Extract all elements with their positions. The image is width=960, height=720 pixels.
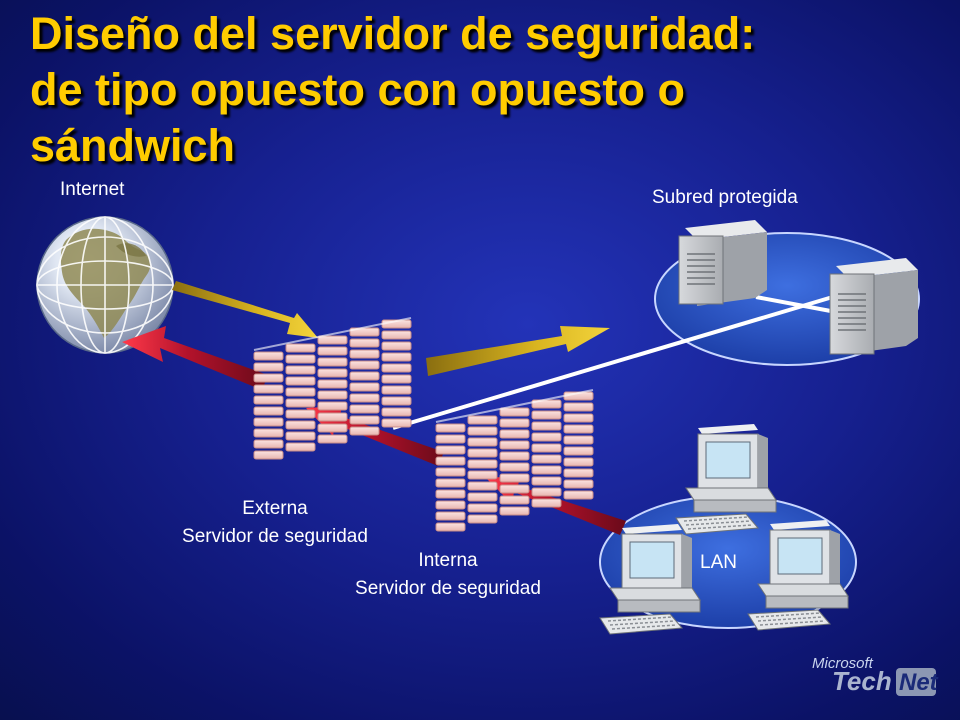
workstation-icon [747, 520, 849, 631]
lan-label: LAN [700, 552, 737, 573]
external-firewall-label: Externa Servidor de seguridad [160, 497, 390, 549]
inbound-arrow-internet [172, 281, 318, 338]
workstation-icon [675, 424, 777, 535]
external-label-line1: Externa [242, 498, 308, 519]
protected-link-line [392, 294, 837, 430]
internal-firewall-icon [435, 389, 594, 532]
technet-logo: Microsoft Tech Net [812, 655, 939, 696]
title-line-1: Diseño del servidor de seguridad: [30, 8, 756, 59]
svg-text:Microsoft: Microsoft [812, 655, 874, 672]
external-label-line2: Servidor de seguridad [182, 526, 368, 547]
internal-label-line2: Servidor de seguridad [355, 578, 541, 599]
globe-icon [36, 216, 174, 354]
external-firewall-icon [253, 317, 412, 460]
title-line-3: sándwich [30, 120, 236, 171]
outbound-arrow-internet [122, 326, 268, 390]
internal-label-line1: Interna [418, 550, 478, 571]
server-icon [678, 220, 767, 306]
server-icon [829, 258, 918, 355]
protected-subnet-label: Subred protegida [652, 187, 798, 208]
svg-text:Tech: Tech [832, 666, 892, 696]
internal-firewall-label: Interna Servidor de seguridad [330, 549, 566, 601]
title-line-2: de tipo opuesto con opuesto o [30, 64, 685, 115]
svg-text:Net: Net [899, 669, 939, 696]
internet-label: Internet [60, 179, 125, 200]
server-link-line [755, 295, 837, 314]
inbound-arrow-to-subnet [426, 326, 610, 376]
slide-title: Diseño del servidor de seguridad: de tip… [30, 6, 930, 174]
workstation-icon [599, 524, 701, 635]
